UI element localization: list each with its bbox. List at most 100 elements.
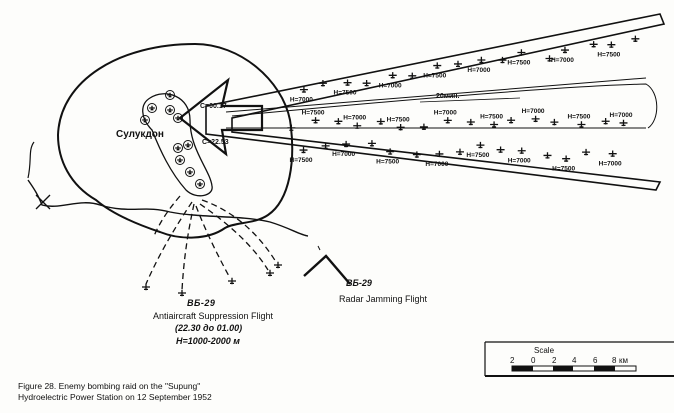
target-area-boundary	[56, 42, 294, 239]
aa-bomber-marker	[185, 167, 195, 177]
bomber-icon	[466, 118, 475, 126]
bomber-icon	[367, 140, 376, 147]
bomber-icon	[167, 107, 173, 113]
altitude-label: H=7000	[551, 57, 574, 64]
altitude-label: H=7000	[434, 109, 457, 116]
radar-tick	[317, 245, 321, 251]
dam-icon	[35, 194, 51, 210]
bomber-icon	[601, 118, 610, 125]
aa-flight-time: (22.30 до 01.00)	[175, 323, 243, 333]
aa-bomber-marker	[195, 179, 205, 189]
time-span-arrow	[419, 97, 521, 103]
bomber-icon	[507, 117, 516, 124]
bomber-icon	[228, 277, 236, 285]
corridor-lane-upper	[225, 77, 647, 113]
scale-tick: 8	[612, 356, 617, 365]
altitude-label: H=7500	[552, 166, 575, 173]
bomber-icon	[517, 147, 526, 154]
bomber-icon	[619, 119, 628, 127]
altitude-label: H=7500	[423, 73, 446, 80]
bomber-icon	[318, 80, 327, 87]
bomber-icon	[550, 118, 559, 126]
bomber-icon	[490, 121, 499, 128]
aa-bomber-marker	[173, 113, 183, 123]
bomber-icon	[607, 41, 616, 48]
scale-tick: 2	[552, 356, 557, 365]
bomber-icon	[167, 92, 173, 98]
bomber-icon	[419, 123, 428, 131]
bomber-icon	[177, 157, 183, 163]
bomber-icon	[589, 41, 598, 48]
scale-tick: 2	[510, 356, 515, 365]
flight-direction-arrow-icon	[178, 77, 264, 157]
aa-bomber-marker	[175, 155, 185, 165]
bomber-icon	[321, 142, 330, 150]
bomber-icon	[496, 146, 505, 153]
altitude-label: H=7500	[302, 109, 325, 116]
altitude-label: H=7500	[567, 113, 590, 120]
bomber-icon	[386, 148, 395, 155]
bomber-icon	[455, 148, 464, 156]
bomber-icon	[408, 72, 417, 80]
altitude-label: H=7500	[480, 114, 503, 121]
bomber-icon	[175, 145, 181, 151]
aa-bomber-marker	[183, 140, 193, 150]
exit-tracks	[145, 195, 277, 291]
altitude-label: H=7000	[379, 82, 402, 89]
bomber-icon	[185, 142, 191, 148]
bomber-icon	[498, 56, 507, 64]
scale-bar	[511, 365, 637, 372]
altitude-label: H=7500	[290, 157, 313, 164]
bomber-icon	[477, 56, 486, 64]
bomber-icon	[388, 72, 397, 79]
scale-frame	[484, 341, 674, 377]
bomber-icon	[517, 49, 526, 56]
figure-caption-line-2: Hydroelectric Power Station on 12 Septem…	[18, 392, 212, 402]
river-line	[27, 179, 309, 237]
approach-corridor	[205, 13, 666, 191]
bomber-icon	[178, 289, 186, 297]
bomber-icon	[311, 117, 320, 124]
time-marker: С=00.17	[200, 103, 227, 110]
bomber-icon	[453, 60, 462, 68]
scale-tick: 6	[593, 356, 598, 365]
bomber-icon	[562, 155, 571, 162]
bomber-icon	[631, 35, 640, 43]
aa-flight-title: Antiaircraft Suppression Flight	[153, 311, 274, 321]
bomber-icon	[274, 261, 282, 269]
bomber-icon	[142, 283, 150, 291]
radar-flight-id: ВБ-29	[346, 278, 372, 288]
altitude-label: H=7000	[467, 67, 490, 74]
bomber-icon	[149, 105, 155, 111]
bomber-icon	[443, 117, 452, 124]
altitude-label: H=7500	[376, 159, 399, 166]
river-line-upper	[27, 141, 35, 179]
bomber-icon	[545, 55, 554, 62]
place-label: Сулукдон	[116, 129, 164, 140]
bomber-icon	[334, 118, 343, 125]
return-loop	[231, 83, 658, 129]
radar-flight-title: Radar Jamming Flight	[339, 294, 428, 304]
altitude-label: H=7000	[425, 161, 448, 168]
bomber-icon	[342, 140, 351, 148]
bomber-icon	[362, 79, 371, 87]
bomber-icon	[353, 122, 362, 129]
altitude-label: H=7000	[332, 151, 355, 158]
aa-bomber-marker	[165, 105, 175, 115]
altitude-label: H=7000	[522, 108, 545, 115]
bomber-icon	[175, 115, 181, 121]
bomber-icon	[299, 146, 308, 154]
altitude-label: H=7500	[387, 116, 410, 123]
bomber-icon	[582, 148, 591, 156]
bomber-icon	[543, 152, 552, 159]
scale-tick: 4	[572, 356, 577, 365]
altitude-label: H=7000	[343, 115, 366, 122]
bomber-icon	[412, 151, 421, 158]
bomber-icon	[343, 79, 352, 86]
bomber-icon	[187, 169, 193, 175]
time-annotation: 20мин. С=00.17 С=22.53	[200, 93, 459, 146]
altitude-label: H=7000	[290, 97, 313, 104]
